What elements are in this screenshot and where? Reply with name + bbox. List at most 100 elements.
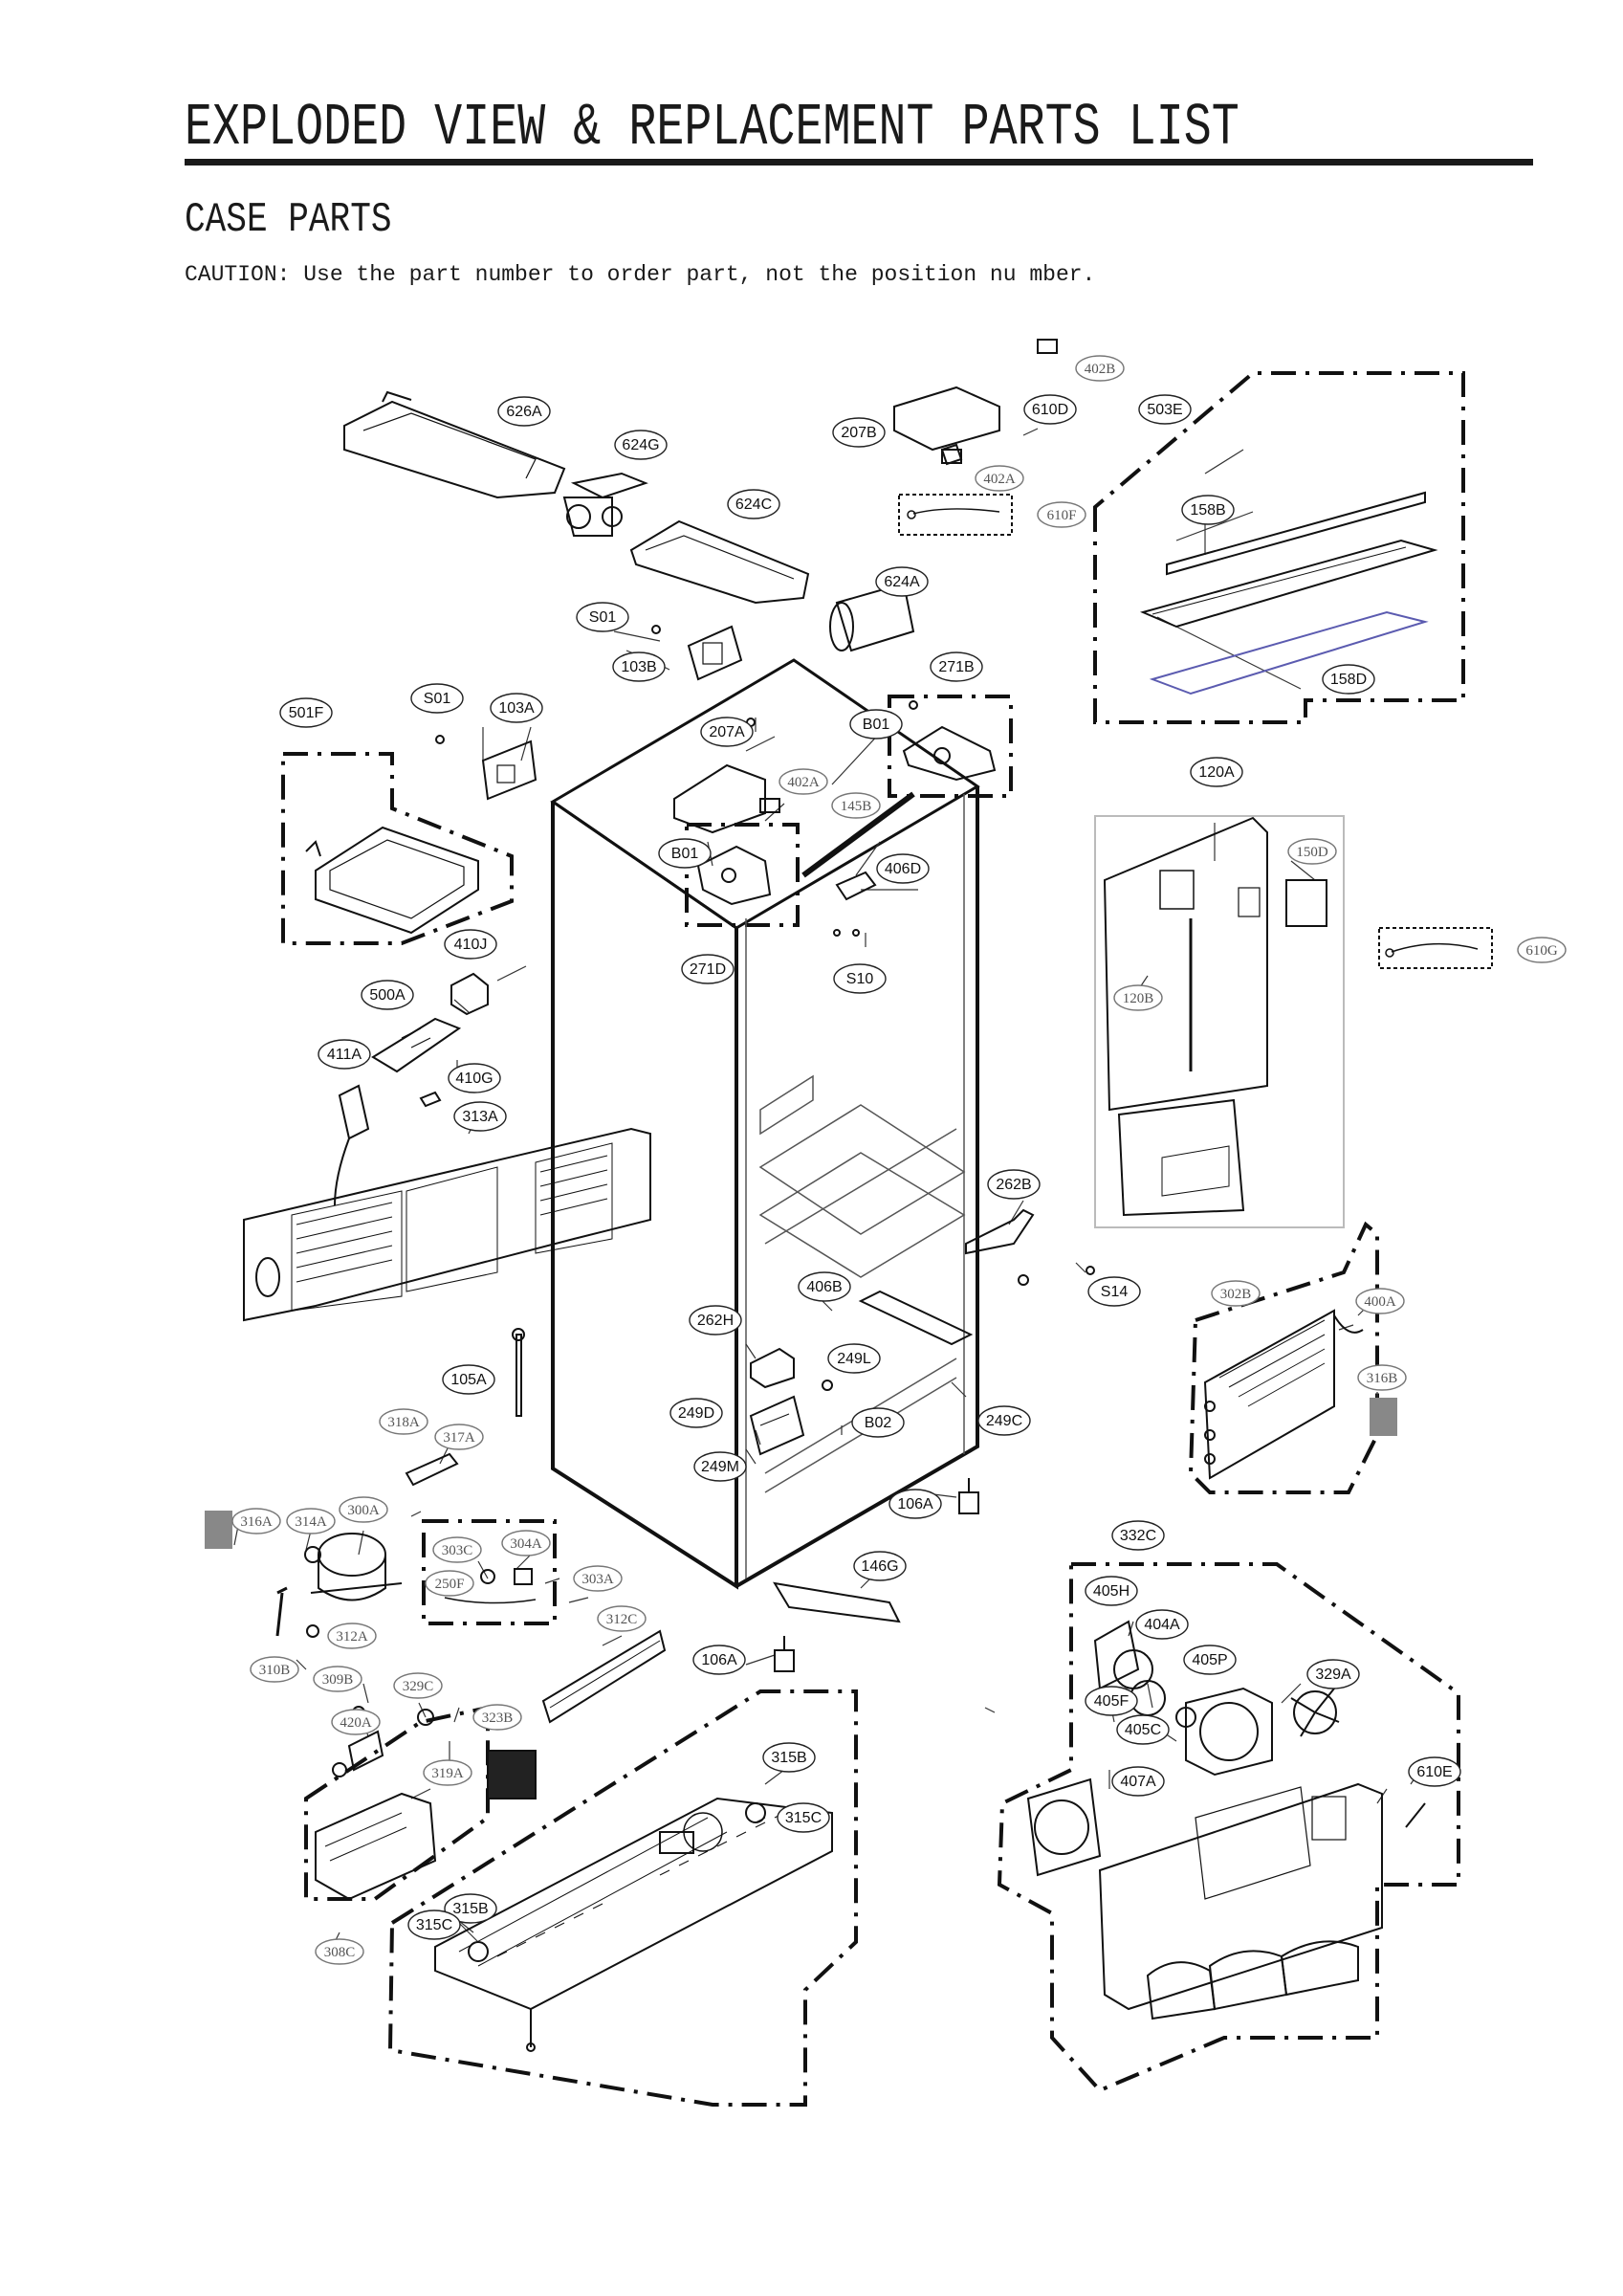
callout-text: 405P (1192, 1652, 1227, 1668)
callout-249m: 249M (693, 1451, 747, 1482)
callout-402a-mid: 402A (779, 768, 828, 795)
callout-text: B02 (865, 1415, 892, 1431)
outline-501F (281, 752, 514, 945)
callout-610f: 610F (1037, 501, 1086, 528)
callout-313a: 313A (453, 1101, 507, 1132)
outline-303 (422, 1519, 557, 1625)
callout-text: 610E (1416, 1764, 1452, 1780)
callout-315b-a: 315B (762, 1742, 816, 1773)
callout-s14: S14 (1087, 1276, 1141, 1307)
callout-text: 249L (837, 1351, 871, 1367)
part-304A (514, 1568, 533, 1585)
callout-text: B01 (863, 717, 890, 733)
part-106A-a (958, 1478, 979, 1514)
callout-text: 103B (621, 659, 656, 675)
callout-309b: 309B (313, 1666, 362, 1692)
callout-150d: 150D (1287, 838, 1337, 865)
callout-120a: 120A (1190, 757, 1243, 787)
callout-text: 402A (983, 472, 1016, 487)
callout-text: 405C (1125, 1722, 1161, 1738)
callout-317a: 317A (434, 1424, 484, 1450)
part-302B (1203, 1309, 1335, 1480)
callout-text: 626A (506, 404, 542, 420)
part-120A (1103, 816, 1268, 1217)
section-title: CASE PARTS (185, 196, 392, 244)
callout-text: 308C (324, 1945, 356, 1960)
header: EXPLODED VIEW & REPLACEMENT PARTS LIST (185, 94, 1533, 162)
callout-text: 317A (443, 1430, 475, 1446)
part-501F (305, 826, 479, 935)
part-610E (1405, 1802, 1426, 1828)
callout-405f: 405F (1085, 1686, 1138, 1716)
callout-text: 120B (1123, 991, 1154, 1006)
callout-405p: 405P (1183, 1645, 1237, 1675)
callout-105a: 105A (442, 1364, 495, 1395)
callout-329c: 329C (393, 1672, 443, 1699)
part-screws (435, 625, 1095, 2052)
part-610F (907, 508, 1000, 519)
callout-624c: 624C (727, 489, 780, 519)
callout-text: 407A (1120, 1774, 1156, 1790)
callout-text: 610D (1032, 402, 1068, 418)
part-410G (419, 1091, 442, 1108)
callout-158b: 158B (1181, 495, 1235, 525)
outline-271B (888, 695, 1013, 798)
part-250F (444, 1597, 537, 1604)
callout-249c: 249C (977, 1405, 1031, 1436)
callout-text: 315C (785, 1810, 822, 1826)
callout-271d: 271D (681, 954, 735, 984)
callout-text: S01 (589, 609, 617, 626)
callout-text: 402A (787, 775, 820, 790)
callout-text: 319A (431, 1766, 464, 1781)
part-271D-hinge (696, 845, 772, 906)
outline-308 (304, 1705, 490, 1901)
part-207B (893, 386, 1000, 466)
callout-text: 303A (581, 1572, 614, 1587)
callout-text: 303C (442, 1543, 473, 1558)
part-312C (541, 1629, 667, 1724)
callout-text: 404A (1144, 1617, 1180, 1633)
callout-text: 329A (1315, 1667, 1351, 1683)
callout-410j: 410J (444, 929, 497, 960)
part-303C (480, 1569, 495, 1584)
callout-400a: 400A (1355, 1288, 1405, 1314)
part-146G (773, 1581, 901, 1623)
callout-s10: S10 (833, 963, 887, 994)
part-610G (1385, 942, 1479, 958)
part-329C (417, 1709, 434, 1726)
callout-249l: 249L (827, 1343, 881, 1374)
callout-303a: 303A (573, 1565, 623, 1592)
part-624C (629, 519, 810, 605)
callout-text: 410J (454, 937, 488, 953)
callout-146g: 146G (853, 1551, 907, 1581)
callout-text: 315B (452, 1901, 488, 1917)
callout-text: 106A (897, 1496, 933, 1512)
callout-text: 624C (735, 497, 772, 513)
callout-text: 304A (510, 1536, 542, 1552)
callout-text: 420A (340, 1715, 372, 1731)
callout-316b: 316B (1357, 1364, 1407, 1391)
callout-text: 410G (455, 1071, 493, 1087)
callout-249d: 249D (669, 1398, 723, 1428)
callout-text: 405H (1093, 1583, 1130, 1600)
callout-420a: 420A (331, 1709, 381, 1735)
caution-note: CAUTION: Use the part number to order pa… (185, 262, 1096, 287)
part-406B (858, 1290, 974, 1346)
callout-308c: 308C (315, 1938, 364, 1965)
part-105A (512, 1328, 525, 1417)
part-271B-hinge (902, 725, 997, 782)
callout-text: 406D (885, 861, 921, 877)
callout-410g: 410G (448, 1063, 501, 1093)
part-262H (750, 1347, 795, 1389)
callout-312a: 312A (327, 1623, 377, 1649)
callout-b01-a: B01 (849, 709, 903, 740)
callout-145b: 145B (831, 792, 881, 819)
callout-402a-top: 402A (975, 465, 1024, 492)
callout-300a: 300A (339, 1496, 388, 1523)
callout-text: 500A (369, 987, 406, 1004)
part-406D (835, 871, 877, 901)
callout-406d: 406D (876, 853, 930, 884)
callout-304a: 304A (501, 1530, 551, 1556)
callout-text: 400A (1364, 1294, 1396, 1310)
